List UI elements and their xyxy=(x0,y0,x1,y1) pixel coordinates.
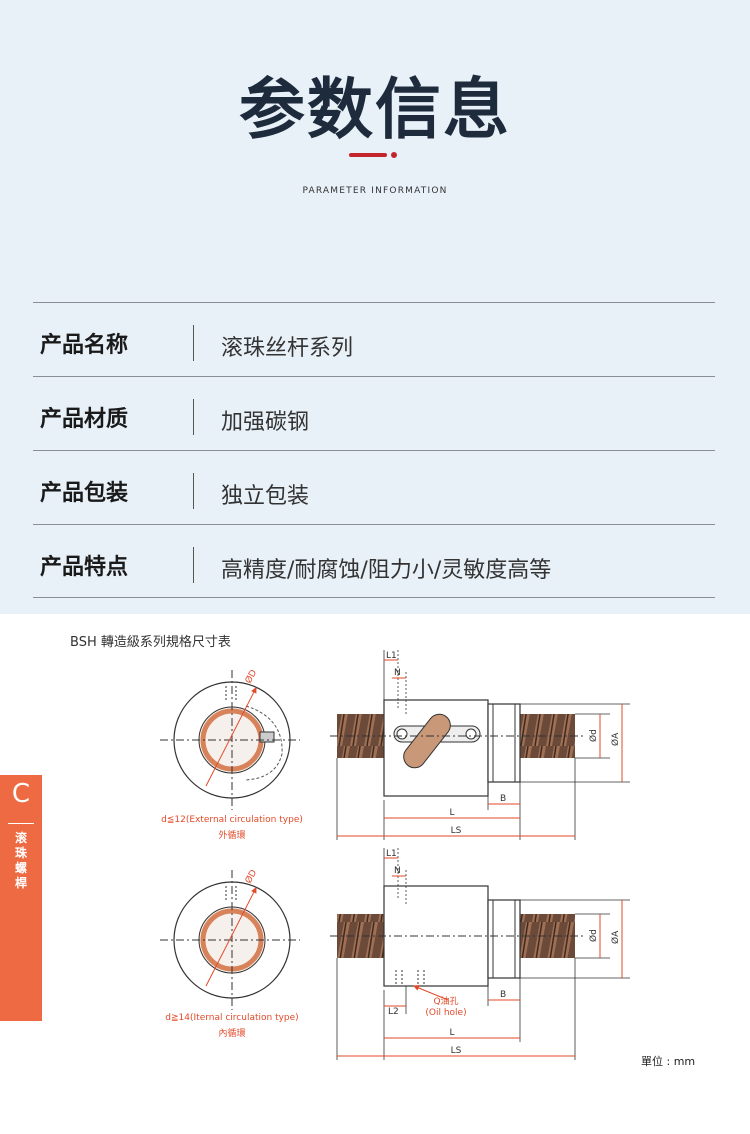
side-tab-letter: C xyxy=(11,779,31,809)
oil-hole-label: Q油孔 xyxy=(433,995,458,1007)
dim-phi-a-b: ØA xyxy=(610,930,621,944)
param-label: 产品名称 xyxy=(40,333,129,358)
external-caption-cn: 外循環 xyxy=(218,829,245,841)
dim-n: N xyxy=(394,668,401,678)
dim-phi-a: ØA xyxy=(610,732,621,746)
dim-b: B xyxy=(500,794,506,804)
param-separator xyxy=(193,325,194,361)
dim-l1-b: L1 xyxy=(386,849,397,859)
dim-l: L xyxy=(449,808,454,818)
param-row: 产品材质 加强碳钢 xyxy=(33,376,715,450)
header-section: 参数信息 PARAMETER INFORMATION 产品名称 滚珠丝杆系列 产… xyxy=(0,0,750,614)
param-value: 加强碳钢 xyxy=(221,410,310,435)
oil-hole-label-en: (Oil hole) xyxy=(425,1008,466,1018)
param-row: 产品特点 高精度/耐腐蚀/阻力小/灵敏度高等 xyxy=(33,524,715,598)
param-label: 产品材质 xyxy=(40,407,129,432)
param-label: 产品特点 xyxy=(40,555,129,580)
param-label: 产品包装 xyxy=(40,481,129,506)
param-separator xyxy=(193,473,194,509)
dim-phi-d-b: Ød xyxy=(588,929,599,942)
internal-front-view: ØD d≧14(Iternal circulation type) 內循環 xyxy=(160,868,300,1039)
internal-side-view: L1 N L2 Q油孔 (Oil hole) B L LS Ød ØA xyxy=(330,848,630,1060)
side-category-tab: C 滚珠螺桿 xyxy=(0,775,42,1021)
page-title: 参数信息 xyxy=(239,71,511,148)
external-caption: d≦12(External circulation type) xyxy=(161,815,303,825)
external-front-view: ØD d≦12(External circulation type) 外循環 xyxy=(160,668,303,841)
dimension-drawings: ØD d≦12(External circulation type) 外循環 L… xyxy=(160,650,630,1060)
side-tab-text: 滚珠螺桿 xyxy=(14,831,27,890)
internal-caption-cn: 內循環 xyxy=(218,1027,245,1039)
dim-l2: L2 xyxy=(388,1007,399,1017)
title-dot xyxy=(391,152,397,158)
dim-ls: LS xyxy=(451,826,462,836)
page-subtitle: PARAMETER INFORMATION xyxy=(302,186,448,196)
internal-caption: d≧14(Iternal circulation type) xyxy=(165,1013,298,1023)
param-value: 高精度/耐腐蚀/阻力小/灵敏度高等 xyxy=(221,558,552,583)
unit-label: 單位 : mm xyxy=(641,1055,696,1068)
dim-n-b: N xyxy=(394,866,401,876)
param-row: 产品名称 滚珠丝杆系列 xyxy=(33,302,715,376)
params-table: 产品名称 滚珠丝杆系列 产品材质 加强碳钢 产品包装 独立包装 产品特点 高精度… xyxy=(33,302,715,598)
dim-l1: L1 xyxy=(386,651,397,661)
dim-ls-b: LS xyxy=(451,1046,462,1056)
param-value: 独立包装 xyxy=(221,484,310,509)
param-separator xyxy=(193,399,194,435)
param-row: 产品包装 独立包装 xyxy=(33,450,715,524)
external-side-view: L1 N B L LS Ød ØA xyxy=(330,650,630,840)
specs-title: BSH 轉造級系列規格尺寸表 xyxy=(70,635,231,650)
dim-d-outer: ØD xyxy=(243,668,259,686)
dim-d-outer-2: ØD xyxy=(243,868,259,886)
title-underline xyxy=(349,153,387,157)
param-value: 滚珠丝杆系列 xyxy=(221,336,354,361)
param-separator xyxy=(193,547,194,583)
side-tab-divider xyxy=(8,823,34,824)
dim-b-b: B xyxy=(500,990,506,1000)
dim-l-b: L xyxy=(449,1028,454,1038)
dim-phi-d: Ød xyxy=(588,729,599,742)
